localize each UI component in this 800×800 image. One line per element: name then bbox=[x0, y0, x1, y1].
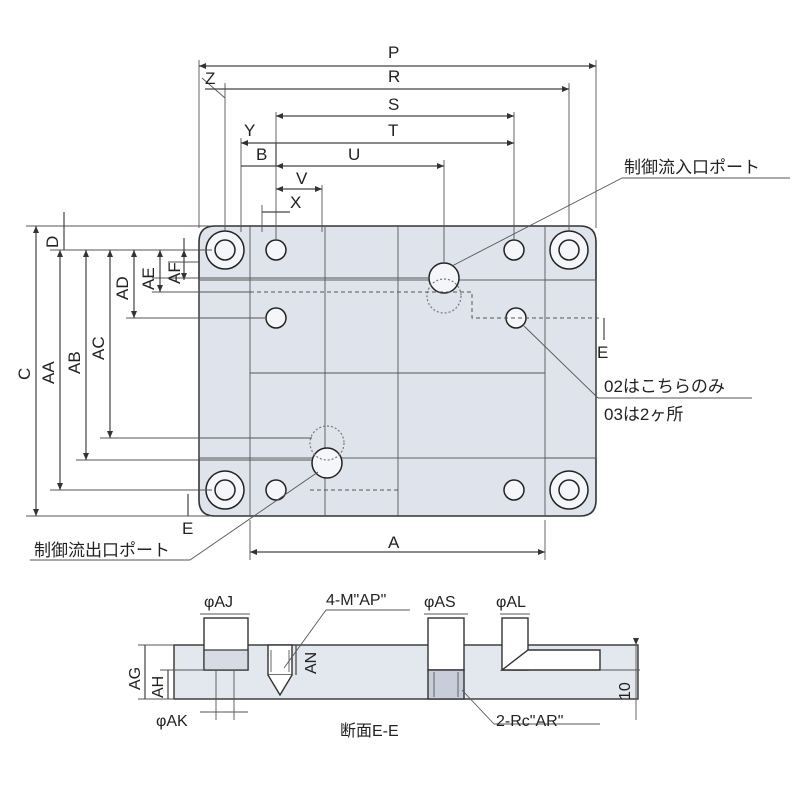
label-rc-ar: 2-Rc"AR" bbox=[496, 713, 563, 730]
dim-AC: AC bbox=[89, 336, 108, 360]
callout-inlet-port: 制御流入口ポート bbox=[624, 158, 760, 177]
label-ah: AH bbox=[150, 676, 167, 698]
dim-A: A bbox=[388, 533, 400, 552]
section-view bbox=[138, 609, 640, 725]
label-phi-al: φAL bbox=[496, 594, 526, 611]
dim-B: B bbox=[256, 145, 267, 164]
dim-T: T bbox=[388, 121, 398, 140]
dim-S: S bbox=[388, 95, 399, 114]
corner-bolt-holes bbox=[205, 230, 589, 510]
label-an: AN bbox=[303, 652, 320, 674]
horizontal-dimensions bbox=[198, 60, 597, 262]
dim-R: R bbox=[388, 67, 400, 86]
dim-AA: AA bbox=[39, 361, 58, 384]
dim-P: P bbox=[388, 43, 399, 62]
port-holes bbox=[250, 239, 600, 501]
dim-D: D bbox=[43, 236, 62, 248]
dim-U: U bbox=[348, 145, 360, 164]
section-label-e-left: E bbox=[182, 519, 193, 538]
label-dim-10: 10 bbox=[617, 682, 634, 700]
dim-AF: AF bbox=[165, 262, 184, 284]
label-phi-as: φAS bbox=[424, 594, 456, 611]
callout-leaders bbox=[30, 177, 790, 561]
callout-outlet-port: 制御流出口ポート bbox=[34, 541, 170, 560]
dim-A-line bbox=[249, 520, 546, 560]
dim-C: C bbox=[15, 368, 34, 380]
dim-Z: Z bbox=[205, 69, 215, 88]
dim-Y: Y bbox=[244, 121, 255, 140]
dim-X: X bbox=[290, 193, 301, 212]
label-phi-ak: φAK bbox=[156, 713, 188, 730]
label-section-title: 断面E-E bbox=[340, 722, 399, 740]
label-ag: AG bbox=[127, 667, 144, 690]
callout-note-02: 02はこちらのみ bbox=[604, 377, 725, 396]
label-phi-aj: φAJ bbox=[204, 594, 233, 611]
callout-note-03: 03は2ヶ所 bbox=[604, 405, 683, 424]
label-thread-ap: 4-M"AP" bbox=[326, 592, 386, 609]
dim-AD: AD bbox=[113, 276, 132, 300]
dim-AB: AB bbox=[65, 351, 84, 374]
vertical-dimensions bbox=[26, 212, 430, 517]
section-label-e-right: E bbox=[597, 343, 608, 362]
dim-AE: AE bbox=[139, 267, 158, 290]
dim-V: V bbox=[296, 169, 308, 188]
top-view-body bbox=[198, 225, 597, 517]
